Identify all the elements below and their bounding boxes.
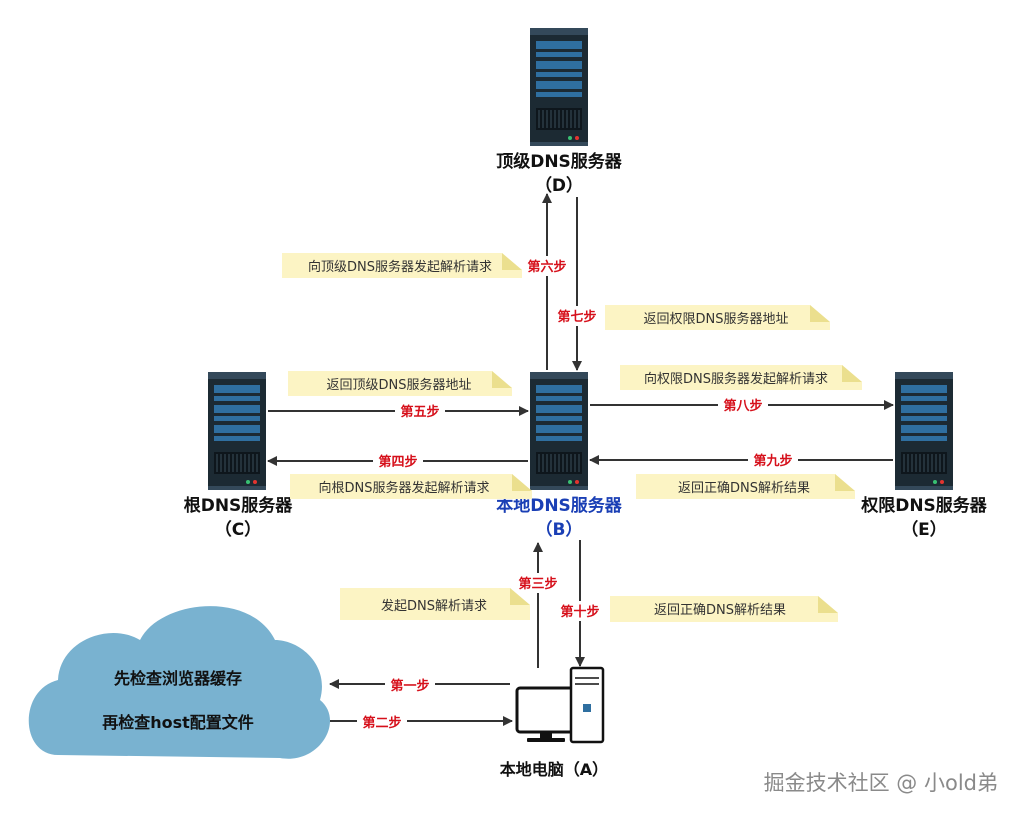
top-dns-server-icon bbox=[529, 27, 589, 147]
step-10-label: 第十步 bbox=[560, 604, 599, 620]
note-step-7: 返回权限DNS服务器地址 bbox=[605, 305, 830, 330]
local-dns-server-icon bbox=[529, 371, 589, 491]
note-step-6-text: 向顶级DNS服务器发起解析请求 bbox=[308, 259, 492, 275]
top-server-name: 顶级DNS服务器 bbox=[496, 151, 623, 172]
root-server-code: （C） bbox=[215, 519, 261, 540]
note-step-3-text: 发起DNS解析请求 bbox=[381, 598, 487, 614]
note-step-4-text: 向根DNS服务器发起解析请求 bbox=[319, 480, 490, 496]
note-step-4: 向根DNS服务器发起解析请求 bbox=[290, 474, 532, 499]
step-7-label: 第七步 bbox=[557, 309, 596, 325]
computer-label: 本地电脑（A） bbox=[500, 760, 608, 779]
local-server-code: （B） bbox=[536, 519, 583, 540]
note-step-3: 发起DNS解析请求 bbox=[340, 588, 530, 620]
note-step-10-text: 返回正确DNS解析结果 bbox=[654, 603, 786, 618]
top-server-code: （D） bbox=[535, 175, 583, 196]
auth-server-code: （E） bbox=[901, 519, 947, 540]
step-1-label: 第一步 bbox=[390, 678, 429, 694]
note-step-10: 返回正确DNS解析结果 bbox=[610, 596, 838, 622]
auth-server-name: 权限DNS服务器 bbox=[860, 495, 988, 516]
step-2-label: 第二步 bbox=[362, 715, 401, 731]
step-4-label: 第四步 bbox=[378, 454, 417, 470]
note-step-9: 返回正确DNS解析结果 bbox=[636, 474, 855, 499]
cloud-line-1: 先检查浏览器缓存 bbox=[114, 669, 242, 688]
cloud-line-2: 再检查host配置文件 bbox=[102, 713, 254, 732]
computer-icon bbox=[515, 666, 605, 744]
step-6-label: 第六步 bbox=[527, 259, 566, 275]
note-step-7-text: 返回权限DNS服务器地址 bbox=[644, 311, 789, 327]
cloud-shape bbox=[28, 606, 331, 759]
note-step-8: 向权限DNS服务器发起解析请求 bbox=[620, 365, 862, 390]
root-server-name: 根DNS服务器 bbox=[184, 495, 294, 516]
note-step-9-text: 返回正确DNS解析结果 bbox=[678, 481, 810, 496]
step-9-label: 第九步 bbox=[753, 453, 792, 469]
step-5-label: 第五步 bbox=[400, 404, 439, 420]
note-step-6: 向顶级DNS服务器发起解析请求 bbox=[282, 253, 522, 278]
auth-dns-server-icon bbox=[894, 371, 954, 491]
note-step-5: 返回顶级DNS服务器地址 bbox=[288, 371, 512, 396]
step-3-label: 第三步 bbox=[518, 576, 557, 592]
root-dns-server-icon bbox=[207, 371, 267, 491]
step-8-label: 第八步 bbox=[723, 398, 762, 414]
note-step-5-text: 返回顶级DNS服务器地址 bbox=[327, 377, 472, 393]
watermark: 掘金技术社区 @ 小old弟 bbox=[764, 771, 998, 795]
local-server-name: 本地DNS服务器 bbox=[496, 495, 623, 516]
note-step-8-text: 向权限DNS服务器发起解析请求 bbox=[644, 371, 828, 387]
